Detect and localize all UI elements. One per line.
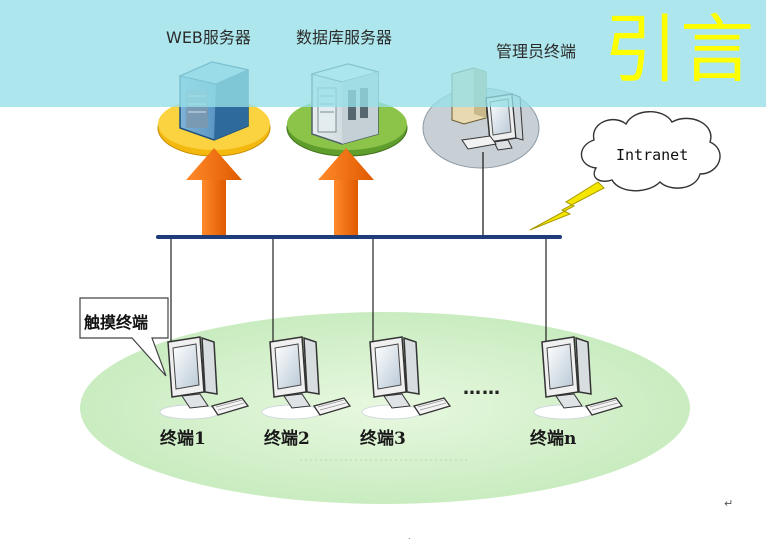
touch-terminal-label: 触摸终端 xyxy=(84,313,149,332)
touch-terminal-callout xyxy=(79,297,169,377)
paragraph-return-mark: ↵ xyxy=(724,497,734,510)
admin-terminal-label: 管理员终端 xyxy=(496,42,577,61)
web-server-arrow xyxy=(186,148,242,236)
lightning-icon xyxy=(529,181,605,231)
terminal-2-label: 终端2 xyxy=(264,429,310,449)
title-banner xyxy=(0,0,766,107)
more-terminals-ellipsis: …… xyxy=(463,378,501,399)
db-server-label: 数据库服务器 xyxy=(296,28,393,47)
cloud-icon xyxy=(580,111,721,192)
terminal-1-label: 终端1 xyxy=(160,429,206,449)
svg-text:.: . xyxy=(408,532,411,541)
intranet-label: Intranet xyxy=(616,146,689,164)
web-server-label: WEB服务器 xyxy=(166,28,251,47)
terminal-n-label: 终端n xyxy=(530,429,577,449)
db-server-arrow xyxy=(318,148,374,236)
terminal-3-label: 终端3 xyxy=(360,429,406,449)
banner-title: 引言 xyxy=(604,7,756,93)
